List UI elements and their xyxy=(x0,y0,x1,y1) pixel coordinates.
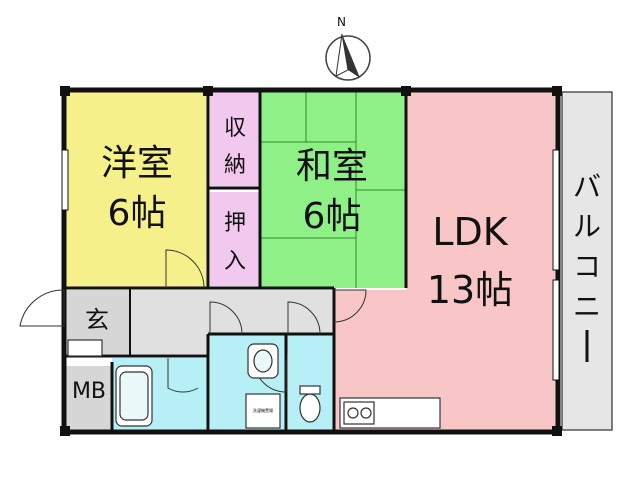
svg-text:ニ: ニ xyxy=(573,290,601,323)
western-room-name: 洋室 xyxy=(101,143,173,184)
ldk-name: LDK xyxy=(432,210,508,254)
door-swings xyxy=(19,249,367,393)
corner-posts xyxy=(60,86,562,436)
mb-closet xyxy=(66,366,112,430)
toilet-icon xyxy=(299,393,321,423)
balcony-label: バ ル コ ニ xyxy=(573,170,601,362)
compass-north-label: N xyxy=(337,15,346,29)
storage-2-label-bottom: 入 xyxy=(224,249,246,274)
fixtures xyxy=(67,339,441,429)
storage-1 xyxy=(210,92,260,186)
windows xyxy=(61,149,560,381)
entrance-label: 玄 xyxy=(85,306,109,334)
svg-text:バ: バ xyxy=(573,170,601,203)
washing-machine-label: 洗濯機置場 xyxy=(253,407,273,413)
washing-machine-icon xyxy=(245,393,281,429)
storage-2-label-top: 押 xyxy=(224,211,246,236)
tatami-lines xyxy=(260,92,406,288)
ldk-size: 13帖 xyxy=(427,268,513,312)
svg-text:コ: コ xyxy=(573,250,601,283)
western-room-size: 6帖 xyxy=(108,193,167,234)
mb-label: MB xyxy=(72,379,106,404)
western-room xyxy=(66,92,208,288)
storage-1-label-bottom: 納 xyxy=(224,153,246,178)
balcony xyxy=(561,91,613,431)
compass-icon: N xyxy=(325,15,371,81)
storage-2 xyxy=(210,192,260,286)
japanese-room-name: 和室 xyxy=(296,146,368,187)
japanese-room-size: 6帖 xyxy=(303,196,362,237)
storage-1-label-top: 収 xyxy=(224,116,246,141)
svg-text:ル: ル xyxy=(573,210,601,243)
